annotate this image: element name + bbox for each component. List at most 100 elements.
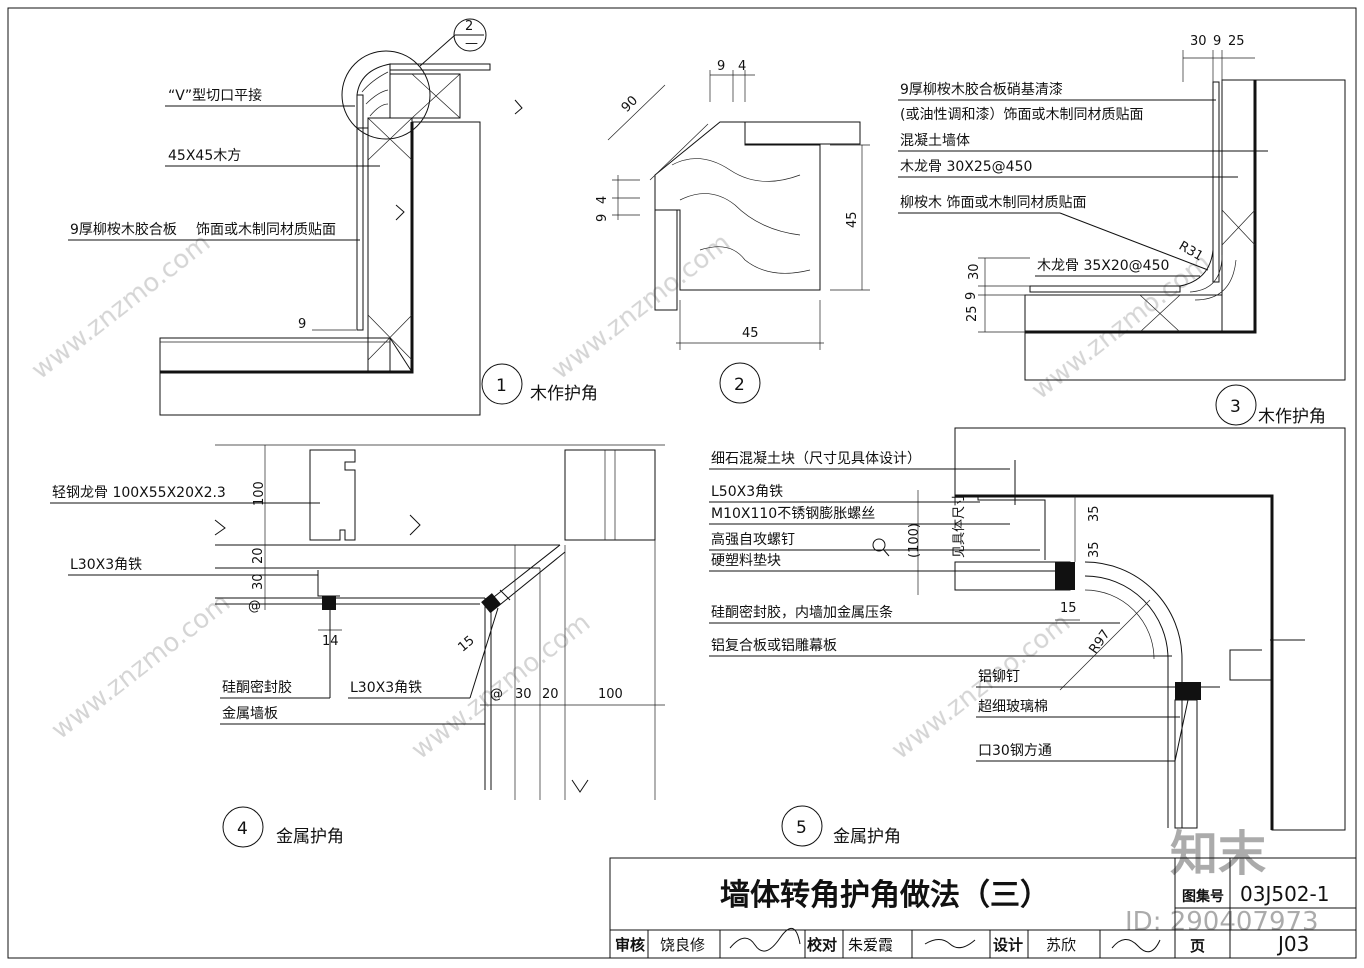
d3-concrete-wall	[1024, 79, 1346, 381]
d5-dim-35-b: 35	[1087, 541, 1102, 558]
d5-concrete-wall	[954, 427, 1346, 831]
d3-dim-top-9: 9	[1213, 34, 1221, 49]
d2-dim-45-h: 45	[742, 326, 759, 341]
page-no: J03	[1276, 932, 1309, 956]
d2-number-circle	[719, 362, 761, 404]
d5-label-steel-tube: 口30钢方通	[978, 743, 1052, 759]
d4-dim-h-20: 20	[542, 687, 559, 702]
d5-dim-note: 见具体尺寸	[952, 493, 967, 558]
callout-ref-top: 2	[465, 19, 473, 34]
watermark-brand: 知末	[1170, 826, 1266, 882]
watermark-site-4: www.znzmo.com	[46, 588, 236, 746]
d5-dim-100: (100)	[907, 523, 922, 558]
d4-steel-stud-1	[309, 449, 356, 541]
title-block: 墙体转角护角做法（三） 图集号 03J502-1 页 J03 审核 饶良修 校对…	[609, 857, 1357, 959]
d4-dim-h-100: 100	[598, 687, 623, 702]
d5-number-circle	[781, 805, 823, 847]
check-name: 朱爱霞	[848, 936, 893, 954]
d3-caption: 木作护角	[1258, 407, 1326, 427]
d5-dim-35-a: 35	[1087, 505, 1102, 522]
d4-sealant-corner	[481, 593, 501, 613]
d2-corner-block	[654, 121, 821, 291]
d2-dim-4-side: 4	[595, 196, 610, 204]
d2-side-board	[654, 209, 678, 311]
d5-label-concrete-block: 细石混凝土块（尺寸见具体设计）	[711, 451, 921, 467]
d1-number-circle	[481, 363, 523, 405]
d4-caption: 金属护角	[276, 827, 344, 847]
d3-dim-side-25: 25	[965, 305, 980, 322]
d4-dim-h-30: 30	[515, 687, 532, 702]
d4-steel-stud-2	[564, 449, 656, 541]
d4-sealant	[322, 596, 336, 610]
page-label: 页	[1190, 937, 1205, 955]
check-signature	[924, 939, 976, 949]
d5-insulation-h	[954, 561, 1071, 591]
d1-label-v-cut: “V”型切口平接	[168, 87, 262, 104]
d1-caption: 木作护角	[530, 384, 598, 404]
review-name: 饶良修	[660, 936, 705, 954]
d5-label-glass-wool: 超细玻璃棉	[978, 698, 1048, 715]
d1-label-plywood: 9厚柳桉木胶合板	[70, 221, 177, 238]
d5-label-rivet: 铝铆钉	[978, 669, 1020, 685]
check-label: 校对	[807, 936, 837, 954]
d3-dim-top-30: 30	[1190, 34, 1207, 49]
d2-dim-90: 90	[619, 93, 641, 115]
d4-dim-h-at: @	[490, 687, 503, 702]
d2-dim-4-top: 4	[738, 59, 746, 74]
detail-4: 100 20 30 @ @ 30 20 100 14 15 轻钢龙骨 100X5…	[50, 444, 665, 848]
d5-label-bolt: M10X110不锈钢膨胀螺丝	[711, 505, 875, 522]
d2-dim-9-side: 9	[595, 214, 610, 222]
d1-callout-circle	[341, 50, 431, 140]
d5-insulation-v	[1174, 699, 1198, 829]
detail-1: 2 — “V”型切口平接 45X45木方 9厚柳桉木胶合板 饰面或木制同材质贴面…	[68, 18, 598, 416]
d4-number: 4	[237, 819, 248, 839]
atlas-no: 03J502-1	[1240, 882, 1329, 906]
magnifier-icon[interactable]	[872, 538, 886, 552]
page-title: 墙体转角护角做法（三）	[720, 878, 1050, 913]
d5-label-panel: 铝复合板或铝雕幕板	[711, 637, 837, 654]
d1-dim-9: 9	[298, 317, 306, 332]
callout-ref-circle	[453, 18, 487, 52]
d5-label-pad: 硬塑料垫块	[711, 553, 781, 569]
d4-dim-v-20: 20	[251, 547, 266, 564]
review-label: 审核	[615, 936, 645, 954]
d4-dim-15: 15	[455, 633, 477, 655]
d3-dim-top-25: 25	[1228, 34, 1245, 49]
d2-dim-45-v: 45	[845, 211, 860, 228]
d3-label-stud-1: 木龙骨 30X25@450	[900, 159, 1032, 175]
d1-label-finish: 饰面或木制同材质贴面	[196, 222, 336, 238]
d5-radius: R97	[1087, 627, 1114, 657]
d5-caption: 金属护角	[833, 827, 901, 847]
d1-label-batten: 45X45木方	[168, 148, 241, 164]
d3-dim-side-30: 30	[967, 263, 982, 280]
d2-dim-9-top: 9	[717, 59, 725, 74]
detail-3: 30 9 25 30 9 25 9厚柳桉木胶合板硝基清漆 (或油性调和漆）饰面或…	[898, 34, 1346, 427]
watermark-site-2: www.znzmo.com	[546, 228, 736, 386]
d1-number: 1	[496, 376, 507, 396]
d5-steel-tube-2	[1175, 682, 1201, 700]
watermark-site-1: www.znzmo.com	[26, 228, 216, 386]
d4-label-panel: 金属墙板	[222, 706, 278, 722]
d5-label-angle: L50X3角铁	[711, 484, 783, 500]
d5-label-screw: 高强自攻螺钉	[711, 531, 795, 548]
design-signature	[1111, 939, 1161, 953]
d5-label-sealant: 硅酮密封胶，内墙加金属压条	[711, 604, 893, 621]
review-signature	[729, 928, 801, 952]
d1-batten	[367, 117, 413, 373]
d4-label-sealant: 硅酮密封胶	[222, 679, 292, 696]
d4-label-stud: 轻钢龙骨 100X55X20X2.3	[52, 485, 226, 501]
d3-number-circle	[1215, 384, 1257, 426]
d5-curved-panel	[1084, 561, 1183, 828]
d3-label-stud-2: 木龙骨 35X20@450	[1037, 258, 1169, 274]
d4-label-angle-2: L30X3角铁	[350, 680, 422, 696]
d3-label-plywood: 9厚柳桉木胶合板硝基清漆	[900, 81, 1063, 98]
d3-dim-side-9: 9	[964, 292, 979, 300]
d3-number: 3	[1230, 397, 1241, 417]
d5-dim-15: 15	[1060, 601, 1077, 616]
d5-steel-tube-1	[1055, 562, 1075, 590]
detail-2: 9 4 90 4 9 45 45 2	[595, 59, 870, 404]
d4-dim-v-at: @	[248, 599, 261, 614]
callout-ref-bottom: —	[465, 36, 478, 51]
